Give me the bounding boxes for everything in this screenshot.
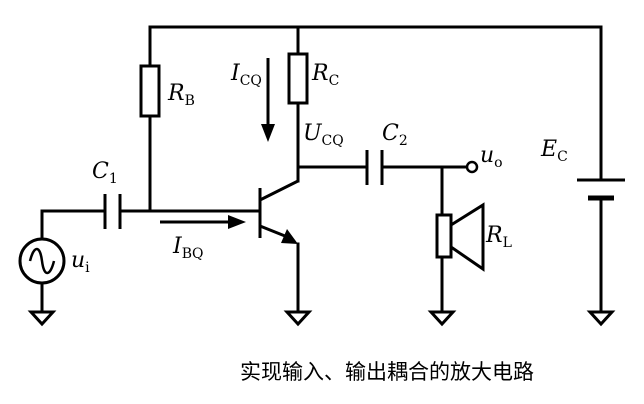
output-terminal <box>465 160 479 174</box>
label-ucq: UCQ <box>303 121 344 149</box>
arrow-icq <box>261 58 275 142</box>
label-c1: C1 <box>92 159 118 187</box>
capacitor-c2 <box>365 150 384 185</box>
transistor-npn <box>258 179 299 244</box>
ac-source <box>18 237 66 285</box>
ground-emitter <box>283 310 313 327</box>
ground-source <box>27 310 57 327</box>
label-ibq: IBQ <box>172 234 203 262</box>
label-c2: C2 <box>382 121 408 149</box>
label-rb: RB <box>167 81 195 109</box>
ground-symbols <box>27 310 616 327</box>
ground-load <box>427 310 457 327</box>
capacitor-c1 <box>103 194 122 229</box>
ground-supply <box>586 310 616 327</box>
label-ui: ui <box>71 248 90 276</box>
resistor-rc <box>287 52 309 105</box>
caption: 实现输入、输出耦合的放大电路 <box>240 360 534 384</box>
resistor-rb <box>139 64 161 118</box>
battery-ec <box>577 178 625 201</box>
speaker-rl <box>435 202 485 272</box>
label-rc: RC <box>311 61 339 89</box>
label-rl: RL <box>485 223 512 251</box>
label-uo: uo <box>480 143 503 171</box>
arrow-ibq <box>160 215 246 229</box>
label-icq: ICQ <box>230 61 262 89</box>
label-ec: EC <box>540 137 568 165</box>
